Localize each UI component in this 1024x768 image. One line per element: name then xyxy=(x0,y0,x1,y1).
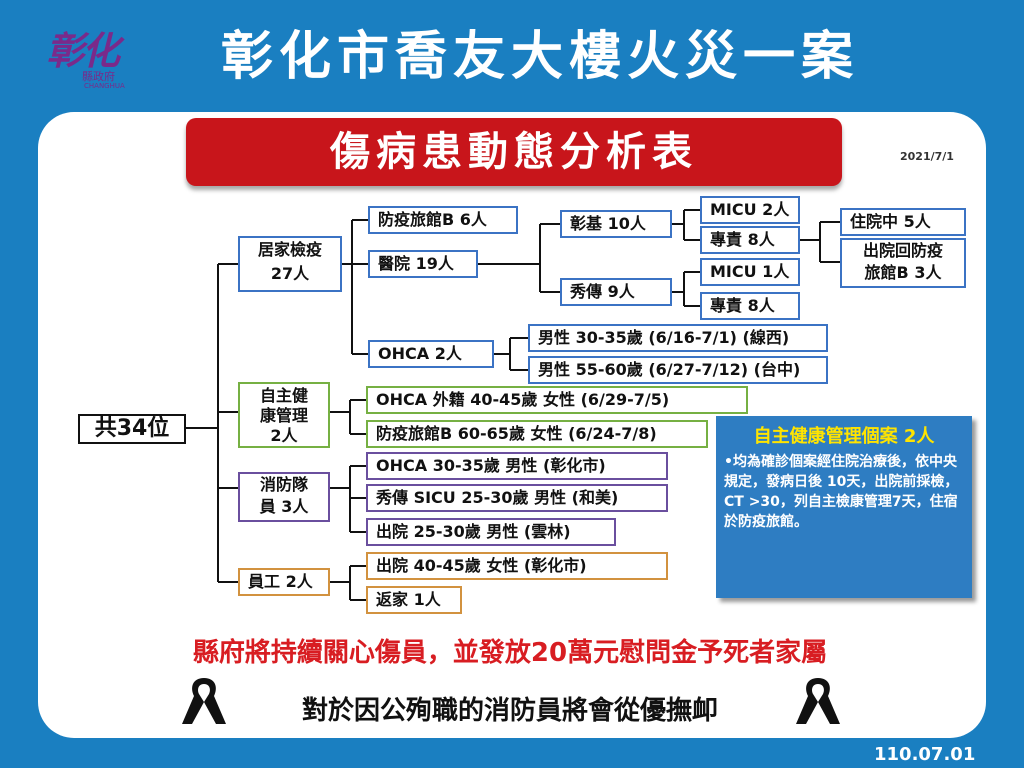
self-health-label-2: 康管理 xyxy=(259,406,308,425)
xiuchuan-dedicated-box: 專責 8人 xyxy=(700,292,800,320)
hospital-box: 醫院 19人 xyxy=(368,250,478,278)
firefighters-label-2: 員 3人 xyxy=(259,497,309,516)
changji-micu-box: MICU 2人 xyxy=(700,196,800,224)
changji-box: 彰基 10人 xyxy=(560,210,672,238)
logo-main-text: 彰化 xyxy=(46,28,120,73)
discharged-label-1: 出院回防疫 xyxy=(862,241,943,260)
home-quarantine-label-1: 居家檢疫 xyxy=(257,240,322,259)
ohca-male-case-2: 男性 55-60歲 (6/27-7/12) (台中) xyxy=(528,356,828,384)
self-health-label-3: 2人 xyxy=(270,426,298,445)
firefighter-pension-statement: 對於因公殉職的消防員將會從優撫卹 xyxy=(301,696,718,726)
logo-sub-text: 縣政府 xyxy=(82,70,115,83)
staff-case-2: 返家 1人 xyxy=(366,586,462,614)
discharged-label-2: 旅館B 3人 xyxy=(864,263,942,282)
discharged-box: 出院回防疫 旅館B 3人 xyxy=(840,238,966,288)
ohca-box: OHCA 2人 xyxy=(368,340,494,368)
self-health-case-1: OHCA 外籍 40-45歲 女性 (6/29-7/5) xyxy=(366,386,748,414)
logo-en-text: CHANGHUA xyxy=(84,82,125,90)
firefighters-label-1: 消防隊 xyxy=(259,475,308,494)
xiuchuan-micu-box: MICU 1人 xyxy=(700,258,800,286)
self-health-box: 自主健 康管理 2人 xyxy=(238,382,330,448)
inpatient-box: 住院中 5人 xyxy=(840,208,966,236)
slide-date: 110.07.01 xyxy=(874,744,976,765)
firefighter-case-1: OHCA 30-35歲 男性 (彰化市) xyxy=(366,452,668,480)
mourning-ribbon-left-icon xyxy=(182,678,226,724)
firefighter-case-2: 秀傳 SICU 25-30歲 男性 (和美) xyxy=(366,484,668,512)
home-quarantine-box: 居家檢疫 27人 xyxy=(238,236,342,292)
hotel-b-box: 防疫旅館B 6人 xyxy=(368,206,518,234)
self-health-label-1: 自主健 xyxy=(259,386,308,405)
banner-title: 傷病患動態分析表 xyxy=(330,129,698,175)
staff-box: 員工 2人 xyxy=(238,568,330,596)
note-body: •均為確診個案經住院治療後，依中央規定，發病日後 10天，出院前採檢，CT >3… xyxy=(724,454,959,530)
firefighters-box: 消防隊 員 3人 xyxy=(238,472,330,522)
table-banner: 傷病患動態分析表 xyxy=(186,118,842,186)
page-title: 彰化市喬友大樓火災一案 xyxy=(220,27,859,87)
ohca-male-case-1: 男性 30-35歲 (6/16-7/1) (線西) xyxy=(528,324,828,352)
firefighter-case-3: 出院 25-30歲 男性 (雲林) xyxy=(366,518,616,546)
staff-case-1: 出院 40-45歲 女性 (彰化市) xyxy=(366,552,668,580)
changji-dedicated-box: 專責 8人 xyxy=(700,226,800,254)
home-quarantine-label-2: 27人 xyxy=(270,264,310,283)
county-logo: 彰化 縣政府 CHANGHUA xyxy=(38,20,148,108)
mourning-ribbon-right-icon xyxy=(796,678,840,724)
xiuchuan-box: 秀傳 9人 xyxy=(560,278,672,306)
note-title: 自主健康管理個案 2人 xyxy=(753,426,935,447)
self-health-note: 自主健康管理個案 2人 •均為確診個案經住院治療後，依中央規定，發病日後 10天… xyxy=(716,416,972,598)
condolence-statement: 縣府將持續關心傷員，並發放20萬元慰問金予死者家屬 xyxy=(192,638,828,668)
self-health-case-2: 防疫旅館B 60-65歲 女性 (6/24-7/8) xyxy=(366,420,708,448)
report-date: 2021/7/1 xyxy=(900,150,954,163)
root-total-box: 共34位 xyxy=(78,414,186,444)
